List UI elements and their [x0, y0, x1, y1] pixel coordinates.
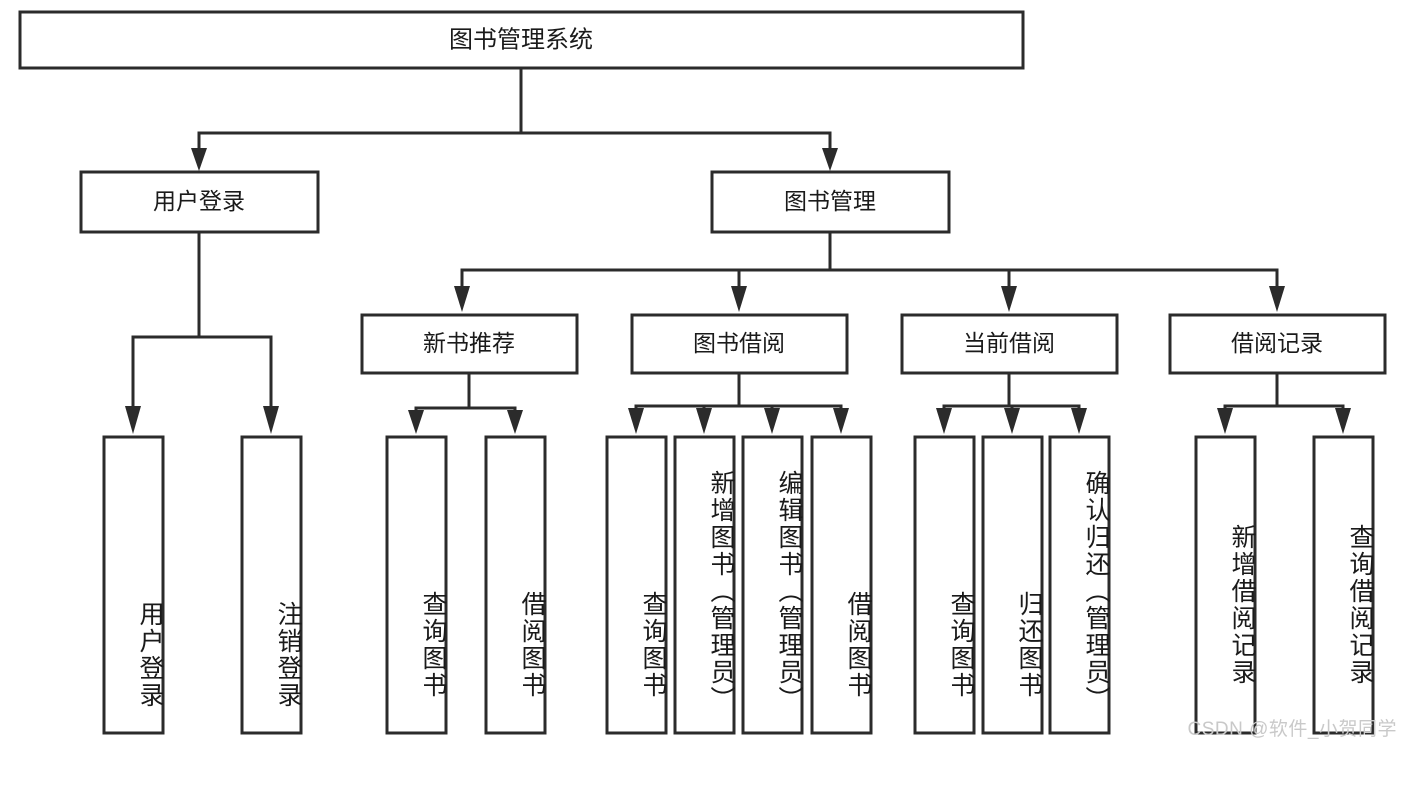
- leaf-box-bb-edit-book[interactable]: [741, 435, 804, 735]
- arrow-head-book-mgmt: [822, 148, 838, 171]
- node-current-borrow-label: 当前借阅: [963, 330, 1055, 356]
- leaf-box-nb-query-book[interactable]: [385, 435, 448, 735]
- connector-group-current-borrow: [936, 371, 1087, 434]
- watermark-text: CSDN @软件_小贺同学: [1187, 719, 1397, 740]
- node-current-borrow-box[interactable]: [900, 313, 1119, 375]
- arrow-head-current-borrow: [1001, 286, 1017, 312]
- node-book-management[interactable]: 图书管理: [710, 170, 951, 234]
- node-book-borrow-box[interactable]: [630, 313, 849, 375]
- connector-group-user-login: [125, 230, 279, 434]
- node-new-book-recommend-box[interactable]: [360, 313, 579, 375]
- leaf-box-cb-confirm-return[interactable]: [1048, 435, 1111, 735]
- arrow-head-cb-query: [936, 408, 952, 434]
- arrow-head-br-add: [1217, 408, 1233, 434]
- leaf-box-br-add-record[interactable]: [1194, 435, 1257, 735]
- node-book-management-label: 图书管理: [784, 188, 876, 214]
- leaf-box-br-query-record[interactable]: [1312, 435, 1375, 735]
- leaf-box-bb-query-book[interactable]: [605, 435, 668, 735]
- arrow-head-borrow-record: [1269, 286, 1285, 312]
- arrow-head-newbook-borrow: [507, 410, 523, 434]
- node-current-borrow[interactable]: 当前借阅: [900, 313, 1119, 375]
- leaf-box-cb-query-book[interactable]: [913, 435, 976, 735]
- arrow-head-cb-return: [1004, 408, 1020, 434]
- leaf-box-logout[interactable]: [240, 435, 303, 735]
- arrow-head-bb-borrow: [833, 408, 849, 434]
- node-borrow-record[interactable]: 借阅记录: [1168, 313, 1387, 375]
- node-borrow-record-box[interactable]: [1168, 313, 1387, 375]
- node-user-login-box[interactable]: [79, 170, 320, 234]
- leaf-box-nb-borrow-book[interactable]: [484, 435, 547, 735]
- leaf-box-bb-add-book[interactable]: [673, 435, 736, 735]
- leaf-box-bb-borrow-book[interactable]: [810, 435, 873, 735]
- diagram-canvas: 图书管理系统 用户登录 图书管理 新书推荐 图书借阅 当前借阅 借阅记录: [18, 10, 1397, 740]
- arrow-head-bb-query: [628, 408, 644, 434]
- arrow-head-user-login: [191, 148, 207, 171]
- arrow-head-cb-confirm: [1071, 408, 1087, 434]
- node-user-login-label: 用户登录: [153, 188, 245, 214]
- arrow-head-br-query: [1335, 408, 1351, 434]
- node-book-management-box[interactable]: [710, 170, 951, 234]
- node-user-login[interactable]: 用户登录: [79, 170, 320, 234]
- arrow-head-newbook-query: [408, 410, 424, 434]
- connector-group-book-mgmt: [454, 230, 1285, 312]
- connector-group-root: [191, 66, 838, 171]
- connector-group-borrow-record: [1217, 371, 1351, 434]
- node-book-borrow-label: 图书借阅: [693, 330, 785, 356]
- arrow-head-book-borrow: [731, 286, 747, 312]
- node-new-book-recommend[interactable]: 新书推荐: [360, 313, 579, 375]
- connector-group-book-borrow: [628, 371, 849, 434]
- node-root-system[interactable]: 图书管理系统: [18, 10, 1025, 70]
- node-borrow-record-label: 借阅记录: [1231, 330, 1323, 356]
- arrow-head-leaf-logout: [263, 406, 279, 434]
- node-new-book-recommend-label: 新书推荐: [423, 330, 515, 356]
- node-root-box[interactable]: [18, 10, 1025, 70]
- node-book-borrow[interactable]: 图书借阅: [630, 313, 849, 375]
- arrow-head-leaf-user-login: [125, 406, 141, 434]
- arrow-head-new-book: [454, 286, 470, 312]
- leaf-box-cb-return-book[interactable]: [981, 435, 1044, 735]
- hierarchy-tree-svg: 图书管理系统 用户登录 图书管理 新书推荐 图书借阅 当前借阅 借阅记录: [18, 10, 1387, 735]
- arrow-head-bb-edit: [764, 408, 780, 434]
- leaf-box-user-login[interactable]: [102, 435, 165, 735]
- connector-group-new-book: [408, 371, 523, 434]
- node-root-label: 图书管理系统: [449, 26, 593, 53]
- arrow-head-bb-add: [696, 408, 712, 434]
